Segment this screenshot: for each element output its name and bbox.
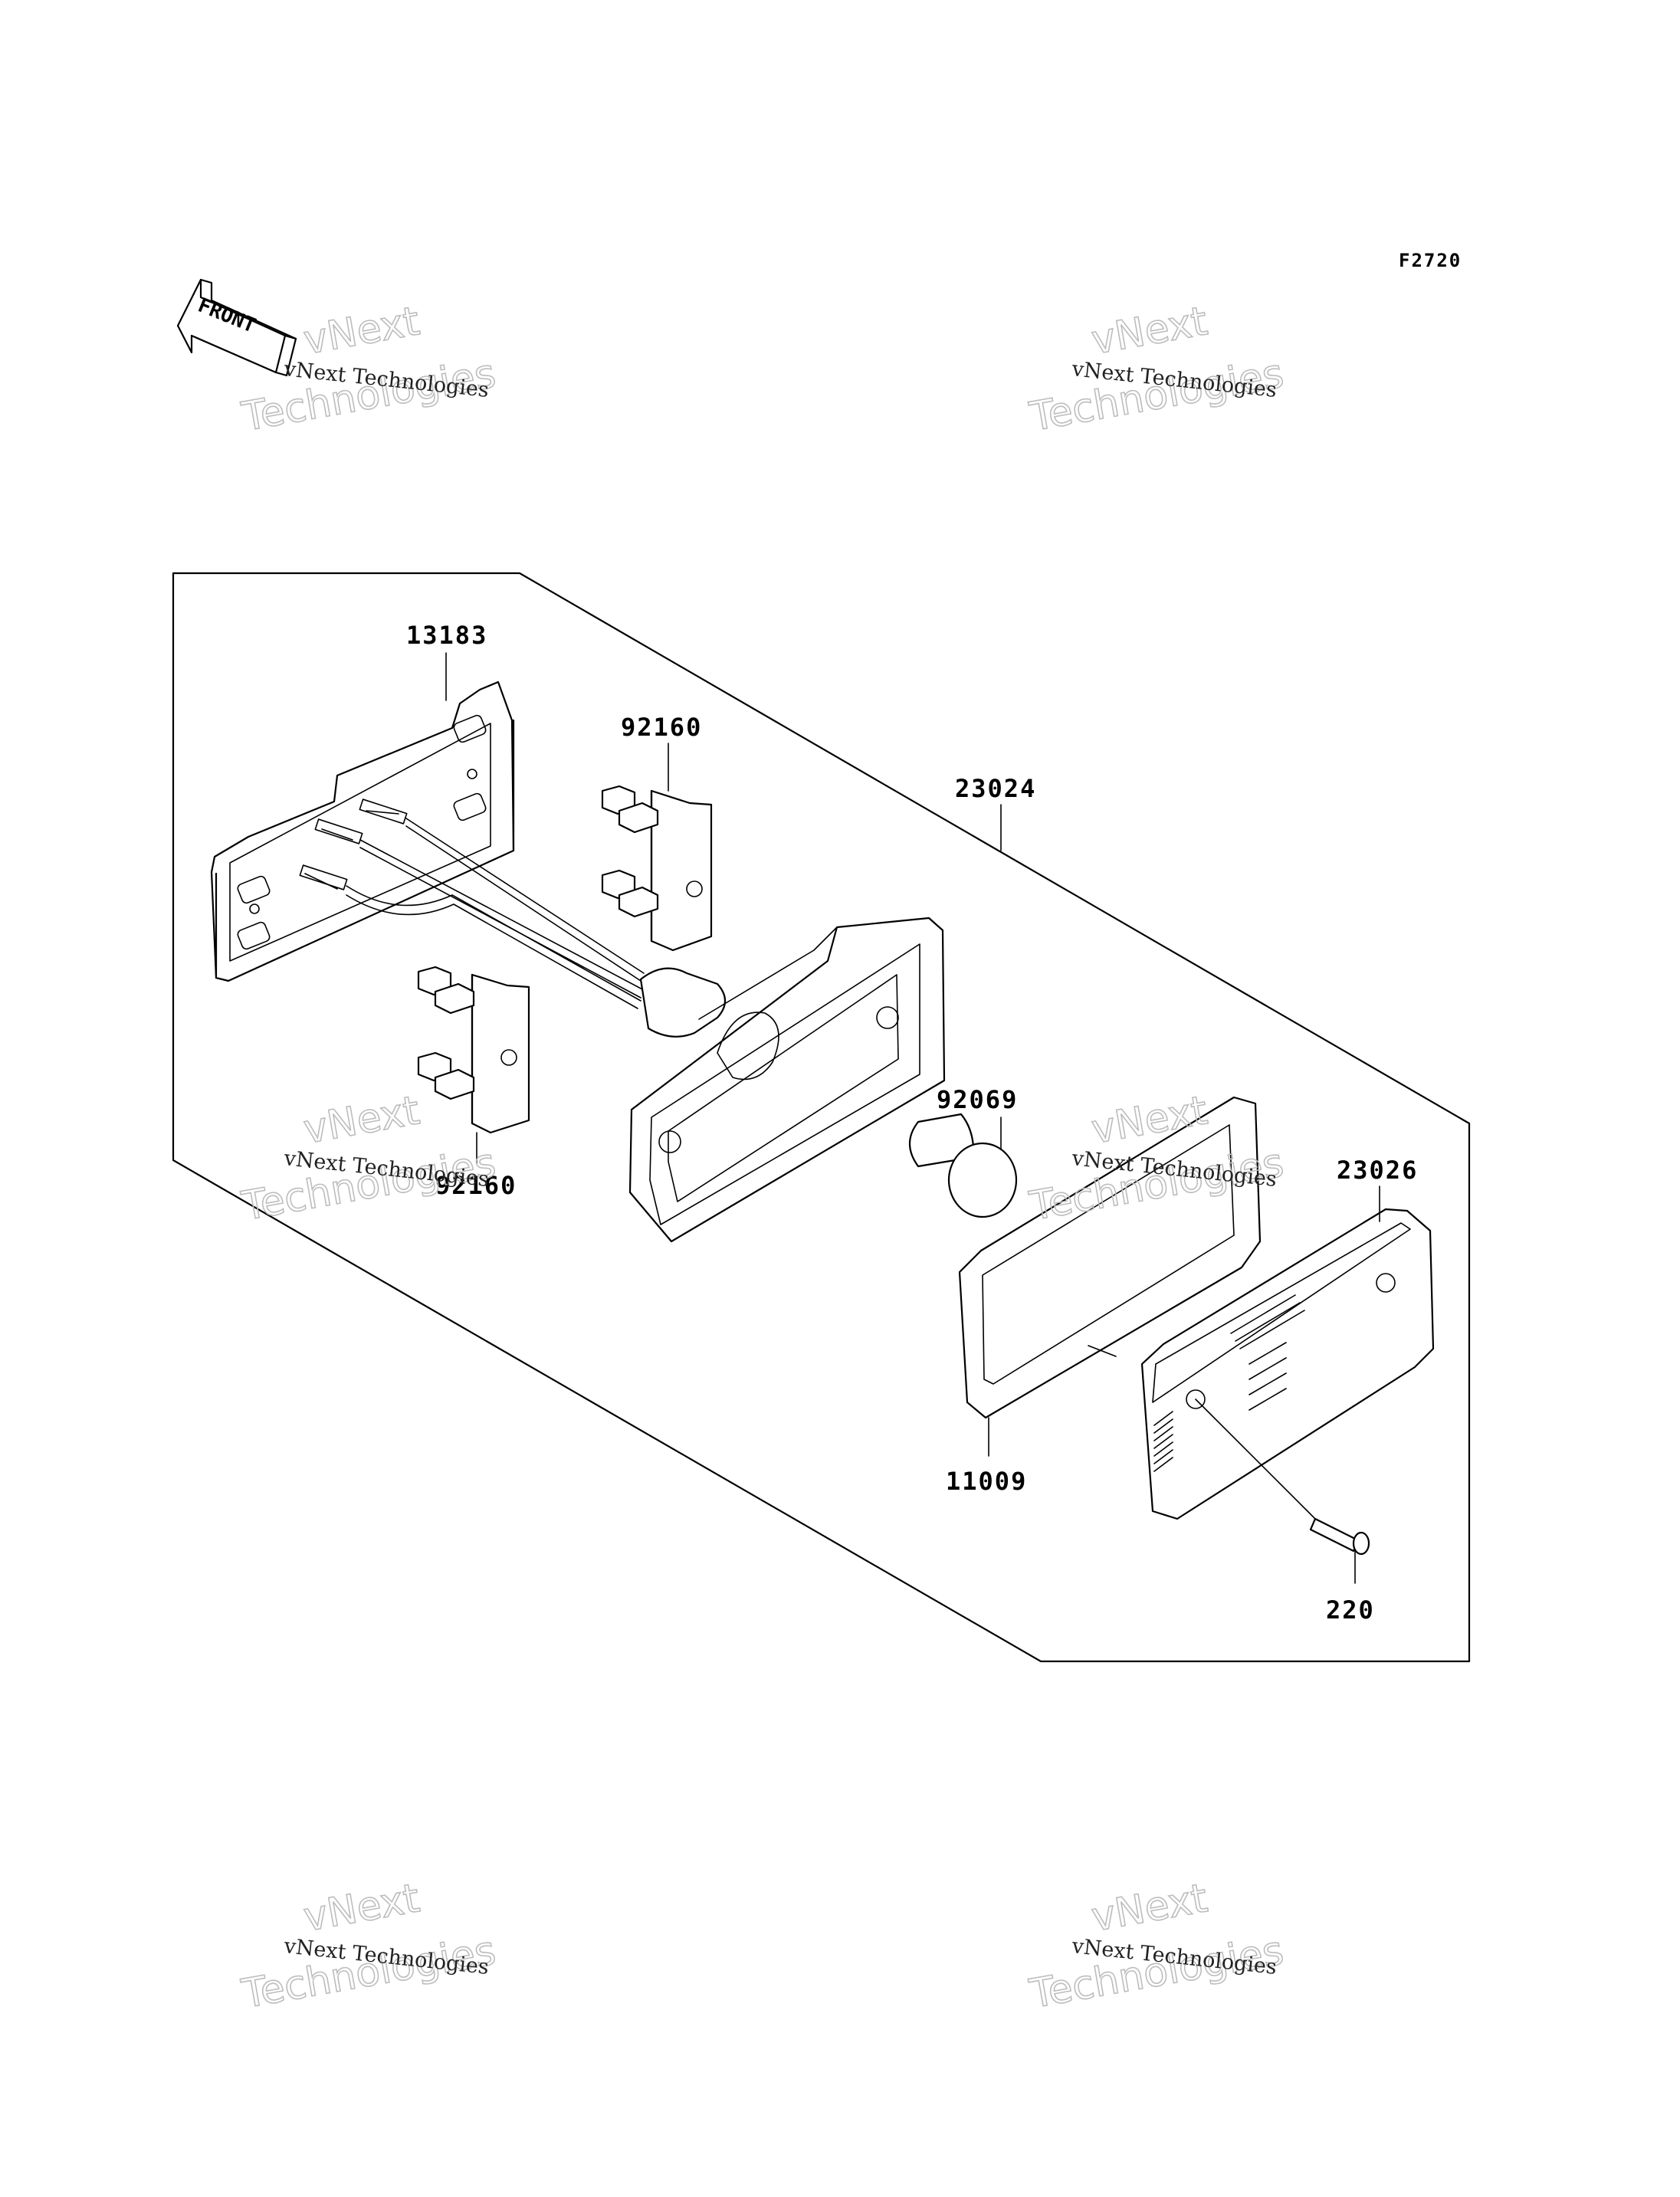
part-label-220: 220 [1326,1595,1375,1625]
watermark-bottom-right: vNext Technologies vNext Technologies [1025,1875,1288,2018]
front-arrow-icon: FRONT [176,278,297,377]
watermark-bottom-left: vNext Technologies vNext Technologies [238,1875,500,2018]
diagram-code: F2720 [1399,250,1462,271]
wire-harness [299,798,645,1009]
part-label-92160-lower: 92160 [435,1171,517,1200]
svg-text:vNext: vNext [300,298,423,363]
svg-text:vNext: vNext [1088,1875,1211,1940]
part-label-92160-upper: 92160 [621,713,702,742]
svg-text:vNext: vNext [1088,298,1211,363]
grommet-92160-lower [417,966,530,1134]
mounting-bracket-13183 [210,680,515,982]
part-label-11009: 11009 [946,1467,1027,1496]
screw-220 [1195,1399,1370,1556]
watermark-top-right: vNext Technologies vNext Technologies [1025,298,1288,441]
part-label-92069: 92069 [937,1085,1018,1114]
bulb-92069 [909,1113,1018,1218]
watermark-middle-left: vNext Technologies vNext Technologies [238,1087,500,1231]
lamp-housing-23024 [628,917,946,1243]
gasket-11009 [958,1096,1262,1419]
svg-text:vNext: vNext [300,1875,423,1940]
part-label-23024: 23024 [955,774,1036,803]
lens-23026 [1140,1208,1435,1520]
part-label-13183: 13183 [406,621,487,650]
grommet-92160-upper [601,785,713,952]
part-label-23026: 23026 [1337,1156,1418,1185]
svg-text:vNext: vNext [300,1087,423,1153]
leader-lines [445,652,1380,1584]
assembly-outline [172,572,1471,1663]
